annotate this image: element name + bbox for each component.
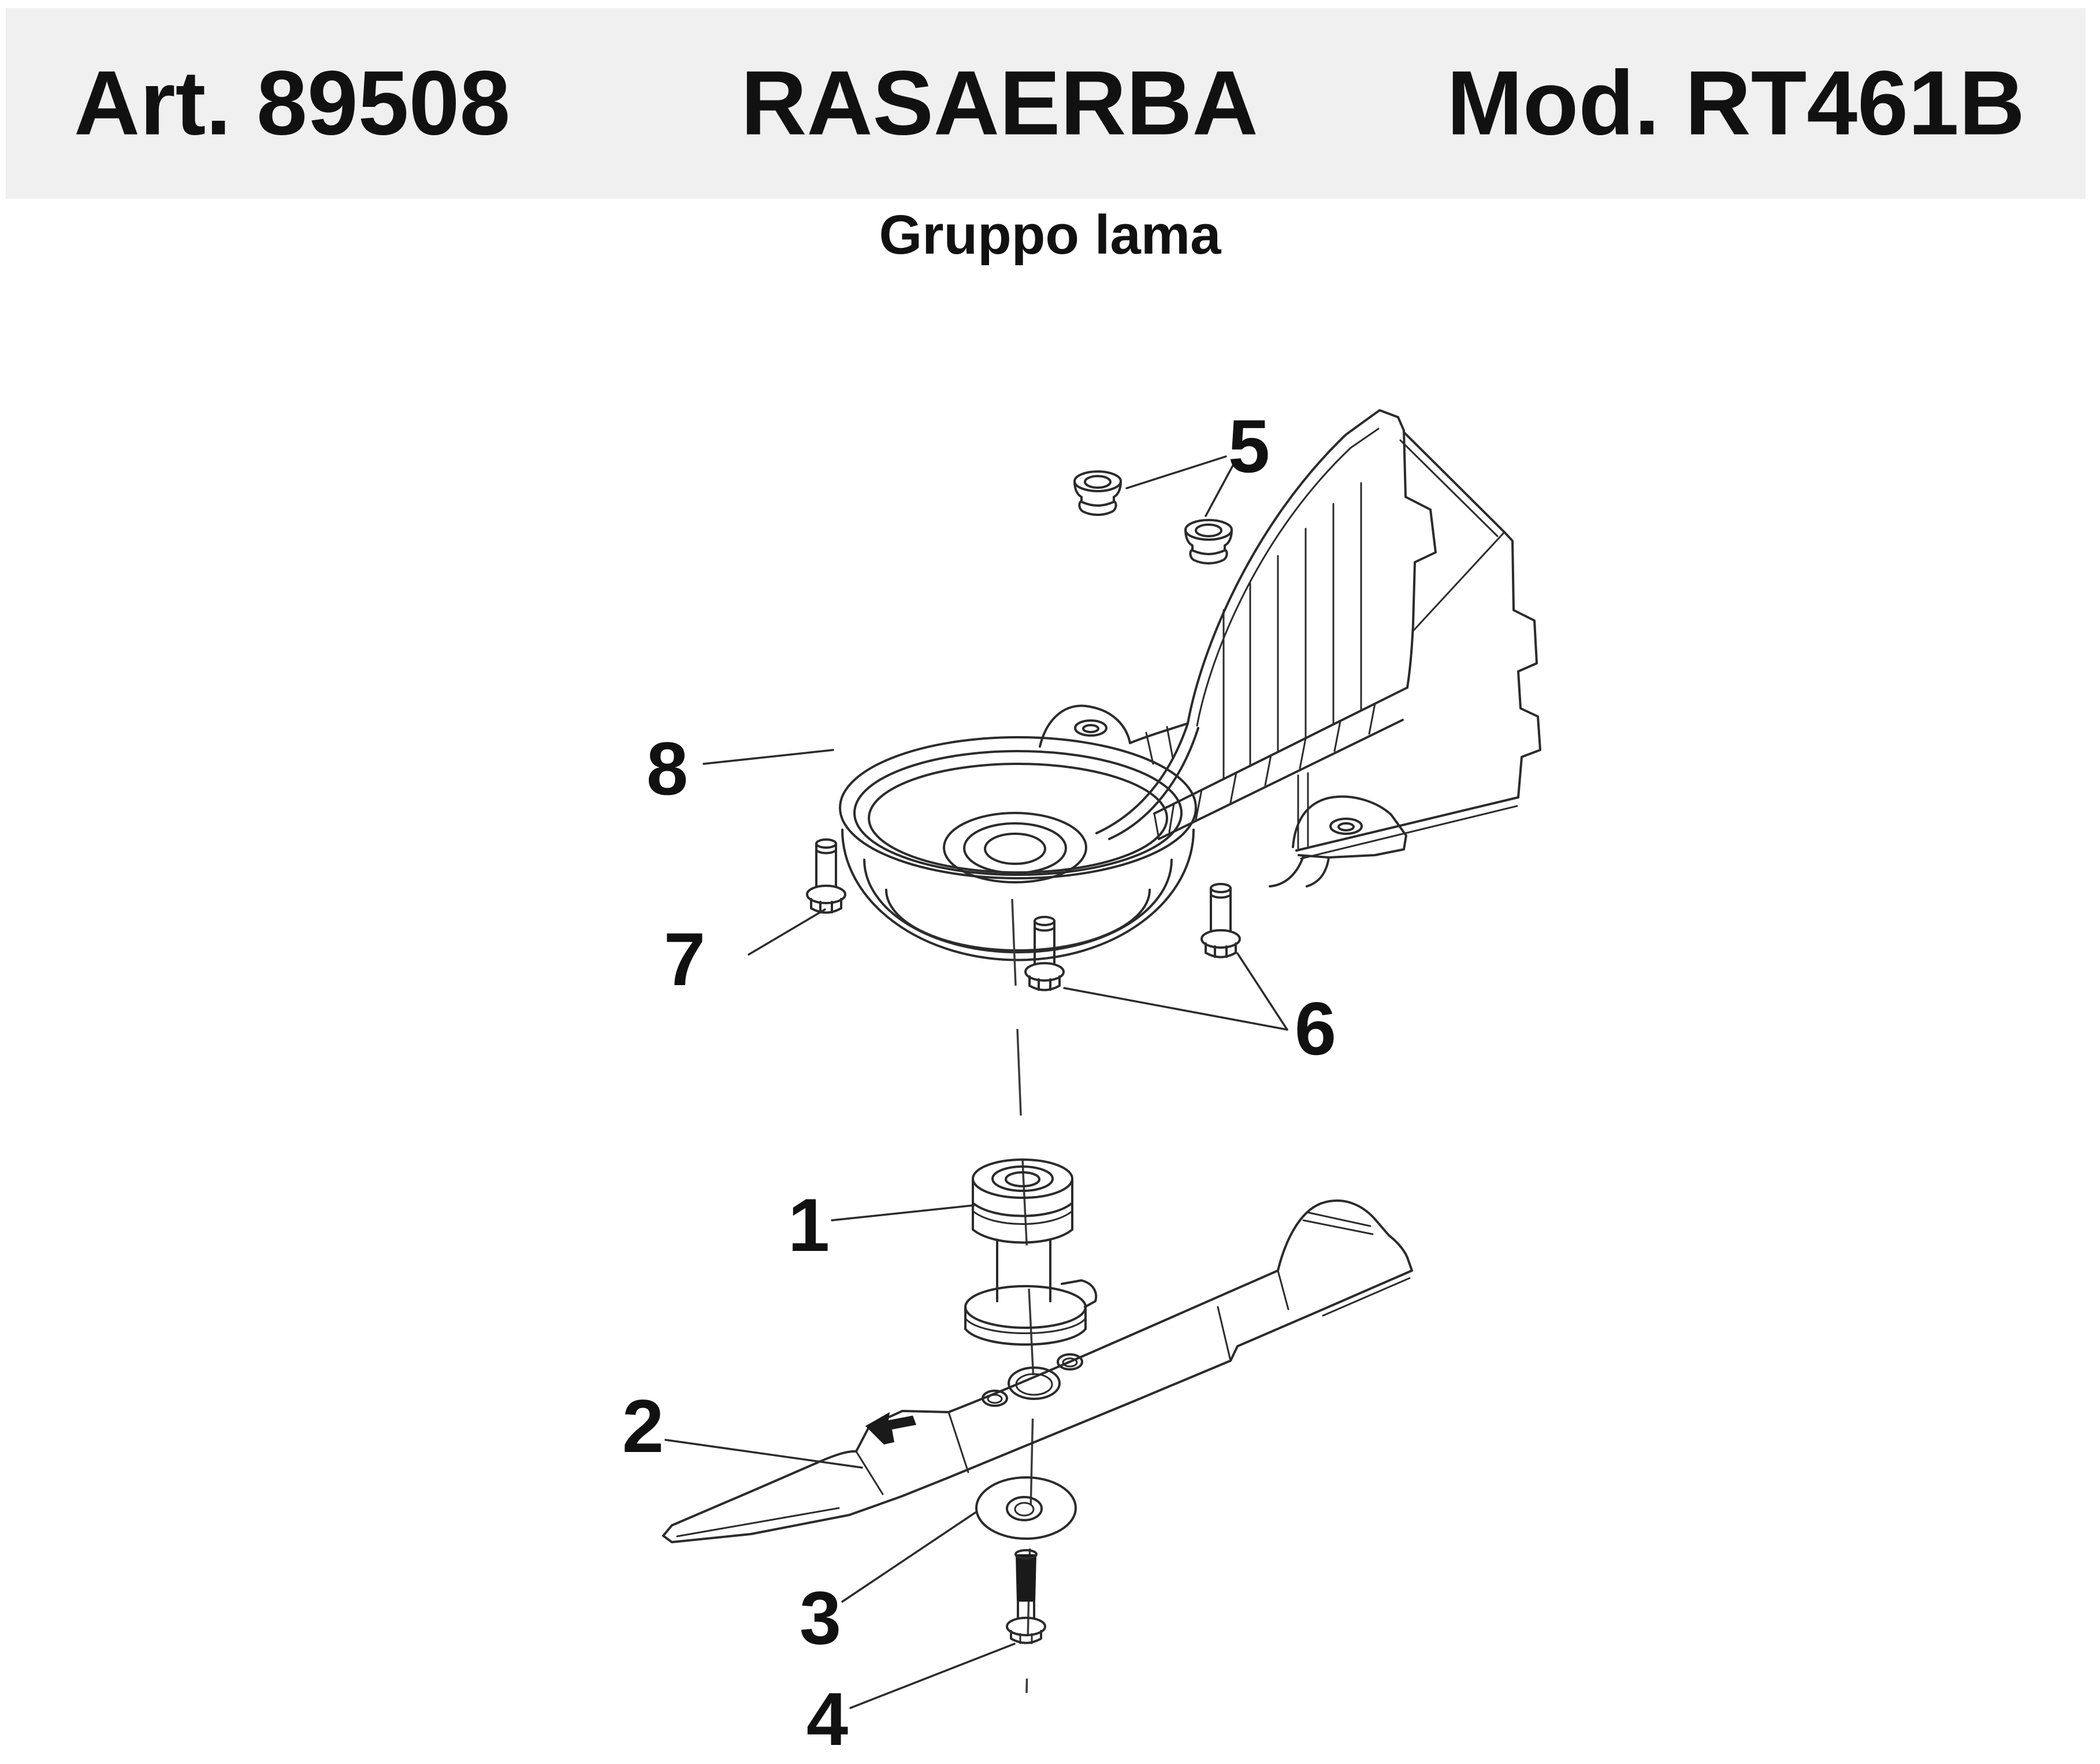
flange-bolt-icon [1200, 883, 1241, 959]
leader-6b [1063, 987, 1288, 1031]
callout-label-5: 5 [1228, 404, 1270, 488]
flange-bolt-icon [1024, 916, 1065, 991]
callout-leader-lines [664, 455, 1288, 1709]
callout-label-7: 7 [664, 917, 705, 1001]
part-4-blade-bolt-drawing [1006, 1549, 1046, 1644]
leader-5b [1205, 462, 1235, 517]
flange-bolt-icon [806, 838, 846, 914]
model-number: Mod. RT461B [1447, 52, 2025, 154]
header-bar: Art. 89508 RASAERBA Mod. RT461B [6, 8, 2086, 199]
leader-8 [703, 749, 834, 765]
callout-label-2: 2 [622, 1384, 664, 1468]
callout-labels: 1 2 3 4 5 6 7 8 [622, 404, 1336, 1761]
callout-label-4: 4 [806, 1677, 848, 1761]
leader-5a [1125, 455, 1227, 489]
callout-label-8: 8 [646, 726, 688, 811]
product-title: RASAERBA [741, 52, 1258, 154]
flange-nut-icon [1184, 519, 1233, 565]
part-5-flange-nuts-drawing [1073, 470, 1233, 565]
article-number: Art. 89508 [74, 52, 511, 154]
leader-2 [664, 1439, 863, 1469]
leader-6a [1236, 952, 1288, 1031]
callout-label-6: 6 [1295, 986, 1336, 1071]
flange-nut-icon [1073, 470, 1122, 516]
callout-label-3: 3 [800, 1576, 841, 1660]
leader-3 [841, 1512, 976, 1603]
leader-4 [849, 1643, 1016, 1709]
leader-7 [748, 908, 826, 956]
part-3-washer-drawing [975, 1476, 1077, 1540]
callout-label-1: 1 [788, 1183, 830, 1267]
assembly-centerline [1011, 898, 1035, 1694]
part-8-blade-housing-drawing [839, 409, 1541, 961]
part-2-blade-drawing [662, 1199, 1413, 1543]
group-subtitle: Gruppo lama [879, 204, 1221, 266]
part-1-blade-adapter-drawing [964, 1158, 1098, 1346]
part-6-bolts-drawing [1024, 883, 1241, 991]
part-7-bolt-drawing [806, 838, 846, 914]
direction-arrow-icon [865, 1412, 916, 1444]
leader-1 [831, 1204, 975, 1221]
